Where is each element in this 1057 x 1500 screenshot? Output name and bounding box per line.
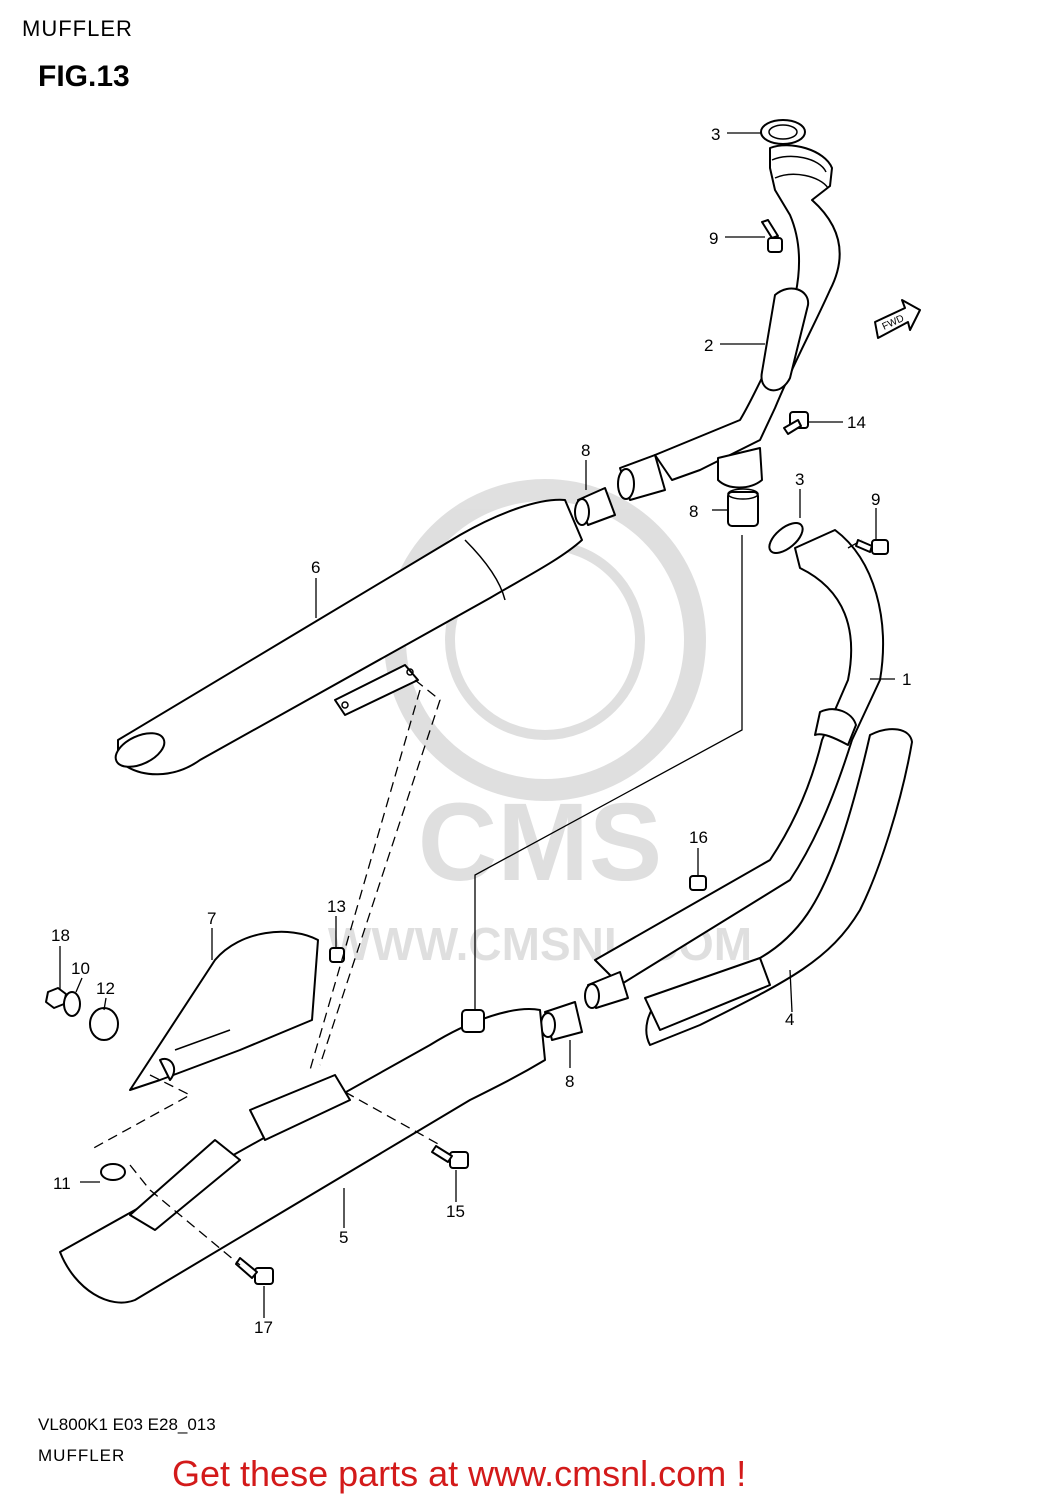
part-2-front-exhaust-pipe[interactable] bbox=[617, 144, 841, 501]
callout-13: 13 bbox=[327, 897, 346, 916]
callout-9-top: 9 bbox=[709, 229, 718, 248]
part-9-bolt-top[interactable] bbox=[761, 219, 783, 253]
part-1-rear-exhaust-pipe[interactable] bbox=[594, 529, 884, 986]
diagram-code: VL800K1 E03 E28_013 bbox=[38, 1415, 216, 1434]
callout-6: 6 bbox=[311, 558, 320, 577]
callout-5: 5 bbox=[339, 1228, 348, 1247]
part-8-connector-right[interactable] bbox=[727, 488, 759, 527]
callout-11: 11 bbox=[53, 1174, 71, 1193]
callout-8-right: 8 bbox=[689, 502, 698, 521]
callout-8-lower: 8 bbox=[565, 1072, 574, 1091]
callout-1: 1 bbox=[902, 670, 911, 689]
part-13-bolt[interactable] bbox=[329, 947, 345, 963]
part-12-rubber-mount[interactable] bbox=[89, 1007, 119, 1041]
part-8-connector-upper[interactable] bbox=[574, 487, 616, 526]
callout-9-lower: 9 bbox=[871, 490, 880, 509]
part-11-washer[interactable] bbox=[100, 1163, 126, 1181]
figure-number: FIG.13 bbox=[38, 60, 130, 93]
part-10-washer[interactable] bbox=[63, 991, 81, 1017]
part-8-connector-lower-b[interactable] bbox=[540, 1001, 583, 1041]
callout-4: 4 bbox=[785, 1010, 794, 1029]
part-15-bolt[interactable] bbox=[431, 1145, 469, 1169]
part-14-bolt[interactable] bbox=[783, 411, 809, 435]
page-title: MUFFLER bbox=[22, 16, 133, 41]
callout-18: 18 bbox=[51, 926, 70, 945]
part-16-bolt[interactable] bbox=[689, 875, 707, 891]
callout-2: 2 bbox=[704, 336, 713, 355]
part-4-heat-cover[interactable] bbox=[644, 728, 913, 1046]
callout-15: 15 bbox=[446, 1202, 465, 1221]
part-7-bracket[interactable] bbox=[129, 930, 319, 1091]
muffler-exploded-diagram: CMS WWW.CMSNL.COM FWD bbox=[45, 119, 921, 1337]
callout-14: 14 bbox=[847, 413, 866, 432]
part-9-bolt-lower[interactable] bbox=[855, 539, 889, 555]
callout-3-top: 3 bbox=[711, 125, 720, 144]
part-5-lower-muffler[interactable] bbox=[59, 1008, 546, 1304]
callout-12: 12 bbox=[96, 979, 115, 998]
callout-10: 10 bbox=[71, 959, 90, 978]
part-3-gasket-top[interactable] bbox=[760, 119, 806, 145]
callout-3-lower: 3 bbox=[795, 470, 804, 489]
part-18-nut[interactable] bbox=[45, 987, 67, 1009]
forward-direction-arrow: FWD bbox=[874, 299, 921, 339]
part-3-gasket-lower[interactable] bbox=[764, 517, 807, 558]
callout-16: 16 bbox=[689, 828, 708, 847]
callout-17: 17 bbox=[254, 1318, 273, 1337]
assembly-lines bbox=[89, 535, 863, 1266]
watermark-brand: CMS bbox=[418, 781, 662, 904]
part-17-bolt[interactable] bbox=[235, 1257, 274, 1285]
cta-link[interactable]: Get these parts at www.cmsnl.com ! bbox=[172, 1453, 747, 1494]
callout-7: 7 bbox=[207, 909, 216, 928]
leader-lines bbox=[59, 132, 895, 1318]
part-8-connector-lower-a[interactable] bbox=[584, 971, 629, 1009]
footer-title: MUFFLER bbox=[38, 1446, 126, 1465]
callout-8-upper: 8 bbox=[581, 441, 590, 460]
callout-labels: 3 9 2 14 8 8 3 9 6 1 16 13 7 18 10 12 4 … bbox=[51, 125, 911, 1337]
part-6-upper-muffler[interactable] bbox=[111, 498, 583, 776]
